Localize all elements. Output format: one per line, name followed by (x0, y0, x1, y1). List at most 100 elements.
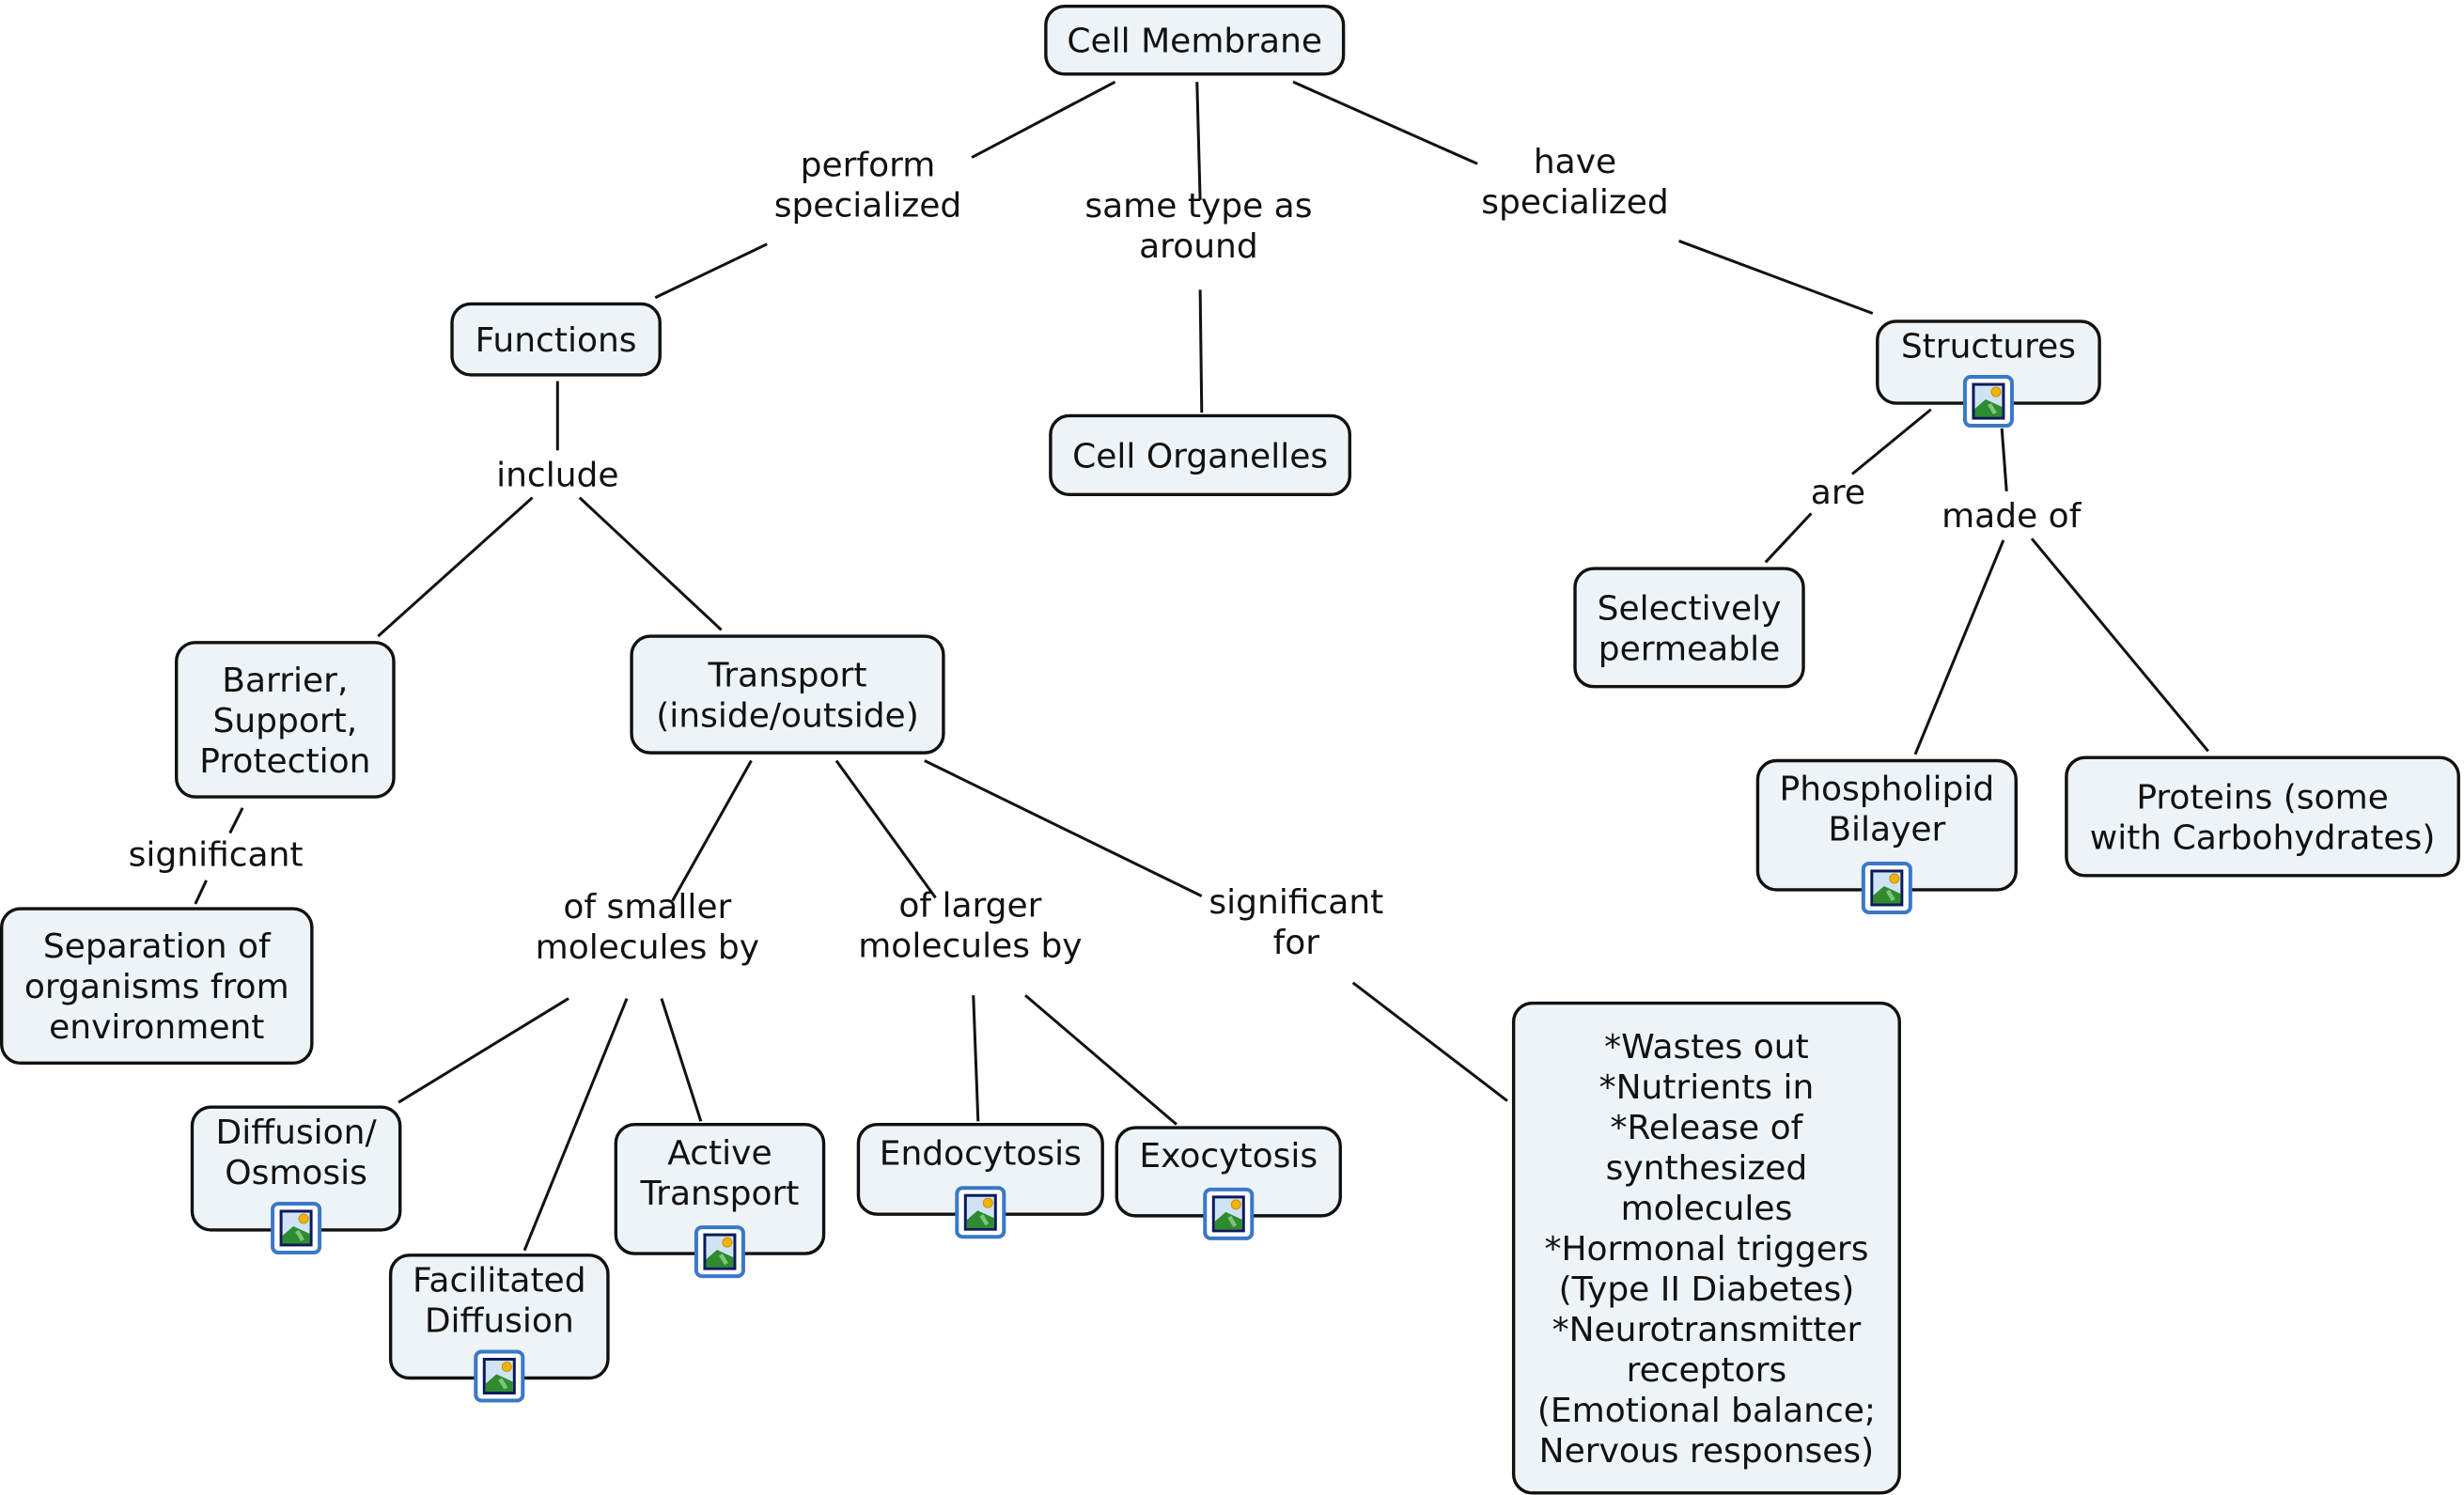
connector-line (1198, 289, 1204, 413)
node-text-line: Active (667, 1134, 772, 1173)
link-label-line: have (1534, 143, 1616, 181)
connector-line (671, 759, 753, 902)
node-text-line: receptors (1627, 1351, 1787, 1390)
concept-node-transport[interactable]: Transport(inside/outside) (630, 634, 945, 755)
connector-line (522, 998, 629, 1252)
link-label-line: of smaller (563, 888, 731, 927)
link-label-line: for (1273, 924, 1320, 962)
image-resource-icon[interactable] (955, 1186, 1006, 1239)
concept-node-barrier[interactable]: Barrier,Support,Protection (175, 641, 396, 799)
connector-line (2030, 537, 2209, 753)
node-text-line: Cell Membrane (1067, 23, 1322, 61)
connector-line (194, 880, 208, 905)
link-label-line: perform (801, 147, 936, 185)
image-resource-icon[interactable] (1203, 1187, 1255, 1240)
connector-line (660, 998, 703, 1122)
node-text-line: Bilayer (1828, 811, 1945, 849)
connector-line (972, 995, 980, 1122)
node-text-line: (Type II Diabetes) (1559, 1270, 1855, 1309)
concept-node-diffusion-osmosis[interactable]: Diffusion/Osmosis (190, 1105, 402, 1254)
link-label-are[interactable]: are (1811, 474, 1865, 512)
connector-line (1351, 981, 1508, 1102)
link-label-line: specialized (1481, 183, 1669, 222)
link-label-line: of larger (898, 886, 1041, 925)
node-box (175, 641, 396, 799)
node-text-line: *Release of (1611, 1109, 1804, 1147)
node-box (0, 907, 314, 1066)
connector-line (654, 242, 768, 300)
link-label-line: same type as (1084, 187, 1312, 226)
node-text-line: Barrier, (222, 662, 348, 700)
node-text-line: Proteins (some (2136, 779, 2388, 818)
node-text-line: Diffusion/ (216, 1113, 378, 1152)
link-label-line: include (496, 456, 618, 494)
link-label-line: molecules by (858, 927, 1082, 965)
node-text-line: Endocytosis (880, 1134, 1082, 1173)
image-resource-icon[interactable] (1861, 861, 1912, 914)
node-box (2065, 755, 2460, 878)
connector-line (924, 759, 1203, 897)
node-box (1573, 567, 1805, 689)
connector-line (1292, 80, 1478, 165)
node-text-line: Nervous responses) (1539, 1432, 1875, 1471)
connector-line (1851, 408, 1932, 475)
node-text-line: Diffusion (425, 1302, 574, 1341)
connector-line (228, 807, 244, 834)
connector-line (1764, 512, 1813, 564)
concept-node-significance-list[interactable]: *Wastes out*Nutrients in*Release ofsynth… (1511, 1001, 1901, 1495)
connector-line (1195, 82, 1202, 200)
node-text-line: *Hormonal triggers (1544, 1230, 1868, 1269)
node-text-line: Exocytosis (1139, 1137, 1318, 1176)
concept-node-endocytosis[interactable]: Endocytosis (856, 1122, 1104, 1239)
image-resource-icon[interactable] (474, 1349, 525, 1403)
node-text-line: Facilitated (413, 1262, 586, 1300)
link-label-made-of[interactable]: made of (1942, 497, 2082, 536)
concept-node-cell-organelles[interactable]: Cell Organelles (1049, 413, 1352, 496)
link-label-line: made of (1942, 497, 2082, 536)
link-label-line: significant (1209, 883, 1383, 922)
connector-line (971, 80, 1116, 159)
node-text-line: Selectively (1598, 589, 1782, 628)
node-text-line: permeable (1598, 630, 1780, 668)
link-label-significant[interactable]: significant (129, 835, 304, 874)
node-text-line: (Emotional balance; (1537, 1392, 1876, 1430)
link-label-include[interactable]: include (496, 456, 618, 494)
node-text-line: Structures (1901, 327, 2076, 366)
link-label-line: molecules by (536, 928, 759, 967)
node-box (1044, 5, 1346, 76)
image-resource-icon[interactable] (694, 1225, 745, 1279)
node-text-line: Support, (212, 702, 357, 740)
concept-node-functions[interactable]: Functions (450, 302, 662, 377)
node-text-line: Transport (639, 1175, 799, 1213)
node-text-line: environment (49, 1008, 264, 1047)
node-text-line: Functions (476, 321, 637, 360)
concept-node-exocytosis[interactable]: Exocytosis (1115, 1126, 1342, 1240)
link-label-line: around (1139, 227, 1258, 266)
connector-line (834, 759, 937, 899)
node-text-line: *Wastes out (1604, 1028, 1809, 1067)
concept-node-structures[interactable]: Structures (1876, 319, 2101, 428)
node-text-line: Cell Organelles (1072, 437, 1328, 475)
connector-line (1913, 539, 2005, 755)
concept-node-cell-membrane[interactable]: Cell Membrane (1044, 5, 1346, 76)
node-box (1049, 413, 1352, 496)
node-text-line: organisms from (24, 968, 289, 1006)
node-text-line: with Carbohydrates) (2090, 819, 2436, 858)
image-resource-icon[interactable] (271, 1201, 322, 1254)
connector-line (377, 496, 534, 638)
image-resource-icon[interactable] (1962, 375, 2014, 428)
